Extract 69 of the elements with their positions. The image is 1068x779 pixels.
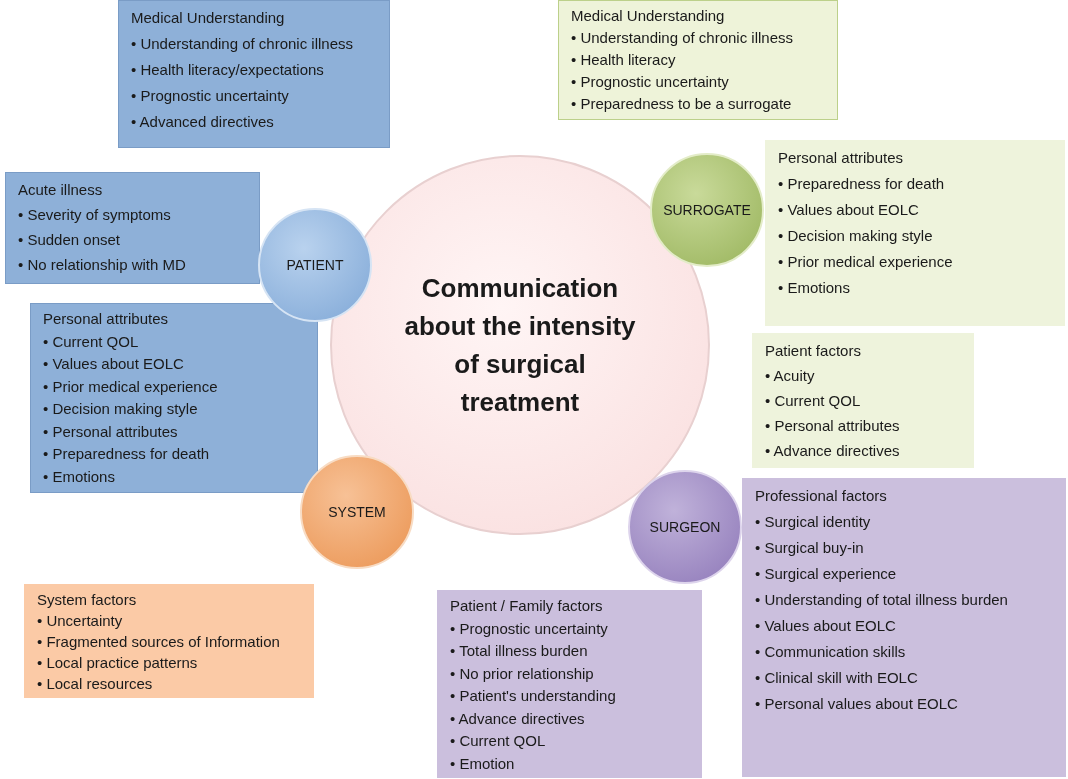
bullet-item: • Advance directives (765, 441, 901, 461)
bullet-item: • Patient's understanding (450, 686, 617, 706)
bullet-item: • Current QOL (450, 731, 547, 751)
bullet-item: • No relationship with MD (18, 255, 187, 275)
bullet-item: • Preparedness to be a surrogate (571, 94, 793, 114)
bullet-item: • Advance directives (450, 708, 586, 729)
bullet-item: • Prior medical experience (43, 376, 219, 397)
bullet-item: • Emotions (43, 466, 116, 487)
bullet-item: • Fragmented sources of Information (37, 632, 281, 652)
bullet-item: • Surgical buy-in (755, 538, 865, 558)
bullet-item: • Preparedness for death (778, 174, 946, 194)
bullet-item: • Prognostic uncertainty (571, 72, 730, 92)
info-card (5, 172, 260, 284)
bullet-item: • No prior relationship (450, 663, 595, 684)
card-heading: Personal attributes (778, 148, 905, 168)
bullet-item: • Current QOL (765, 391, 862, 411)
bullet-item: • Emotion (450, 753, 516, 774)
bullet-item: • Prognostic uncertainty (450, 618, 609, 639)
bullet-item: • Uncertainty (37, 611, 124, 631)
info-card (742, 478, 1066, 777)
bullet-item: • Personal values about EOLC (755, 694, 959, 714)
bullet-item: • Decision making style (43, 399, 199, 419)
circle-label: SYSTEM (328, 504, 386, 520)
info-card (558, 0, 838, 120)
card-heading: Medical Understanding (131, 8, 286, 28)
bullet-item: • Values about EOLC (43, 354, 185, 374)
info-card (437, 590, 702, 778)
bullet-item: • Surgical experience (755, 564, 898, 584)
bullet-item: • Current QOL (43, 331, 140, 352)
bullet-item: • Prognostic uncertainty (131, 86, 290, 106)
bullet-item: • Acuity (765, 366, 816, 386)
bullet-item: • Severity of symptoms (18, 205, 172, 225)
bullet-item: • Preparedness for death (43, 444, 211, 464)
circle-label: PATIENT (286, 257, 344, 273)
card-heading: Acute illness (18, 180, 104, 200)
bullet-item: • Understanding of chronic illness (571, 28, 795, 48)
bullet-item: • Communication skills (755, 642, 907, 662)
bullet-item: • Values about EOLC (755, 616, 897, 636)
bullet-item: • Emotions (778, 278, 851, 298)
card-heading: Medical Understanding (571, 6, 726, 26)
bullet-item: • Personal attributes (43, 421, 179, 442)
bullet-item: • Values about EOLC (778, 200, 920, 220)
bullet-item: • Prior medical experience (778, 252, 954, 272)
circle-label: SURGEON (649, 519, 721, 535)
info-card (30, 303, 318, 493)
bullet-item: • Sudden onset (18, 230, 121, 250)
info-card (24, 584, 314, 698)
card-heading: Patient factors (765, 341, 862, 361)
bullet-item: • Local practice patterns (37, 653, 199, 673)
bullet-item: • Local resources (37, 674, 154, 694)
bullet-item: • Personal attributes (765, 416, 901, 436)
bullet-item: • Health literacy/expectations (131, 60, 325, 80)
info-card (765, 140, 1065, 326)
card-heading: Personal attributes (43, 309, 170, 329)
bullet-item: • Health literacy (571, 50, 677, 70)
bullet-item: • Total illness burden (450, 641, 589, 661)
circle-label: SURROGATE (663, 202, 751, 218)
bullet-item: • Decision making style (778, 226, 934, 246)
bullet-item: • Understanding of chronic illness (131, 34, 355, 54)
bullet-item: • Surgical identity (755, 512, 872, 532)
card-heading: System factors (37, 590, 138, 610)
bullet-item: • Clinical skill with EOLC (755, 668, 919, 688)
card-heading: Patient / Family factors (450, 596, 604, 616)
card-heading: Professional factors (755, 486, 888, 506)
info-card (118, 0, 390, 148)
topic-title: Communication about the intensity of surgical treatment (403, 272, 637, 419)
bullet-item: • Advanced directives (131, 112, 275, 132)
bullet-item: • Understanding of total illness burden (755, 590, 1009, 610)
info-card (752, 333, 974, 468)
